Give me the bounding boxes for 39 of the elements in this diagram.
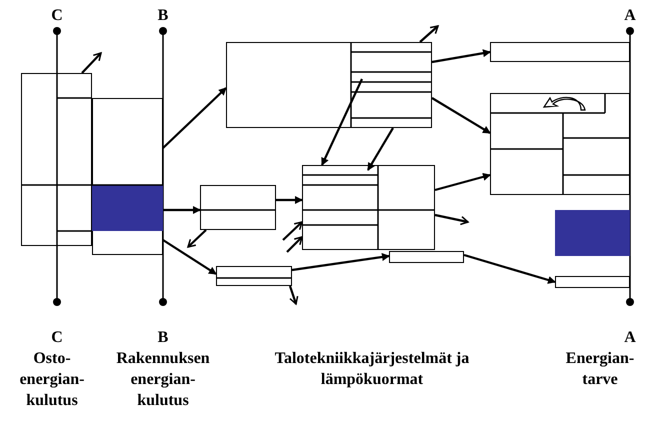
arrow bbox=[419, 25, 439, 43]
axis-label: A bbox=[623, 6, 637, 26]
axis-label: C bbox=[50, 6, 64, 26]
column-caption: Talotekniikkajärjestelmät ja lämpökuormat bbox=[274, 349, 470, 390]
arrow bbox=[163, 206, 201, 214]
box bbox=[200, 185, 276, 230]
column-caption: Energian- tarve bbox=[564, 349, 636, 390]
arrow bbox=[464, 254, 556, 284]
box bbox=[490, 42, 630, 62]
arrow bbox=[81, 52, 102, 74]
box bbox=[226, 42, 432, 128]
arrow bbox=[431, 97, 491, 134]
arrow bbox=[276, 196, 303, 204]
axis-label: B bbox=[156, 328, 170, 348]
axis-label: B bbox=[156, 6, 170, 26]
arrow bbox=[367, 127, 394, 171]
arrow bbox=[187, 229, 207, 248]
arrow bbox=[286, 236, 303, 253]
box bbox=[555, 210, 630, 256]
box bbox=[389, 251, 464, 263]
box bbox=[92, 98, 163, 255]
column-caption: Rakennuksen energian- kulutus bbox=[115, 349, 211, 411]
column-caption: Osto- energian- kulutus bbox=[18, 349, 86, 411]
arrow bbox=[288, 286, 298, 305]
box bbox=[21, 73, 92, 246]
box bbox=[555, 276, 630, 288]
axis-label: A bbox=[623, 328, 637, 348]
arrow bbox=[432, 49, 491, 64]
arrow bbox=[282, 221, 303, 241]
arrow bbox=[321, 78, 363, 166]
arrow bbox=[434, 172, 491, 192]
box bbox=[490, 93, 630, 195]
arrow bbox=[162, 239, 217, 275]
axis-label: C bbox=[50, 328, 64, 348]
box bbox=[216, 266, 292, 286]
box bbox=[302, 165, 435, 250]
arrow bbox=[434, 214, 469, 226]
arrow bbox=[292, 253, 390, 272]
arrow bbox=[162, 87, 227, 149]
